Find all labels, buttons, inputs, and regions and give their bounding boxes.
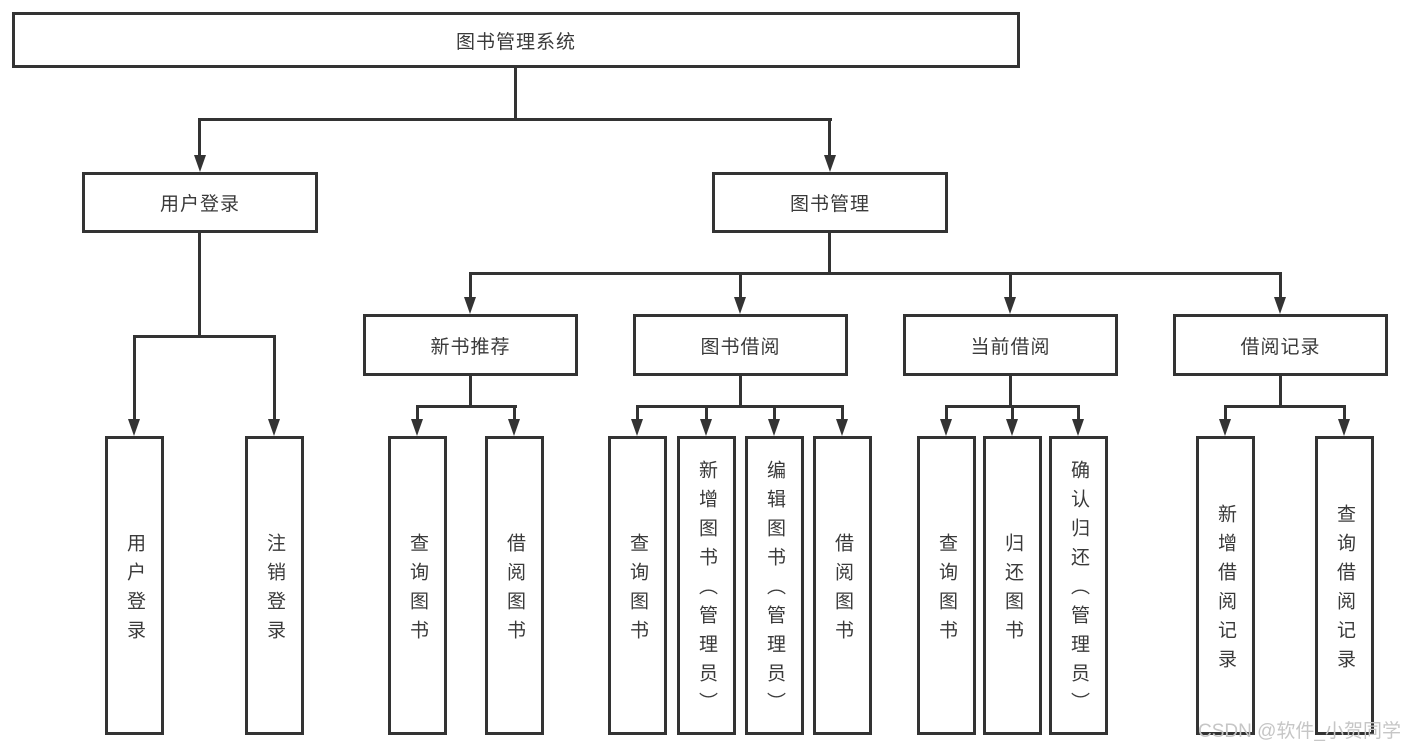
leaf-recommend-query-books: 查询图书 <box>388 436 447 735</box>
node-new-book-recommend: 新书推荐 <box>363 314 578 376</box>
leaf-logout-label: 注销登录 <box>264 532 285 649</box>
arrowhead-down <box>1219 419 1231 436</box>
leaf-confirm-return-admin-label: 确认归还（管理员） <box>1068 460 1089 721</box>
connector-line <box>1009 274 1012 300</box>
connector-line <box>469 272 1282 275</box>
connector-line <box>416 405 517 408</box>
node-user-login: 用户登录 <box>82 172 318 233</box>
connector-line <box>1279 274 1282 300</box>
leaf-current-query-books: 查询图书 <box>917 436 976 735</box>
connector-line <box>198 233 201 337</box>
node-book-management-label: 图书管理 <box>789 194 870 215</box>
node-user-login-label: 用户登录 <box>159 194 240 215</box>
leaf-borrow-books: 借阅图书 <box>813 436 872 735</box>
connector-line <box>828 120 831 158</box>
connector-line <box>945 407 948 422</box>
node-book-management: 图书管理 <box>712 172 948 233</box>
connector-line <box>198 120 201 158</box>
csdn-watermark: CSDN @软件_小贺同学 <box>1198 721 1401 742</box>
arrowhead-down <box>268 419 280 436</box>
node-book-borrow-label: 图书借阅 <box>700 336 781 358</box>
connector-line <box>636 405 844 408</box>
leaf-recommend-query-books-label: 查询图书 <box>407 532 428 649</box>
leaf-borrow-books-label: 借阅图书 <box>832 532 853 649</box>
connector-line <box>773 407 776 422</box>
arrowhead-down <box>700 419 712 436</box>
connector-line <box>739 376 742 407</box>
node-current-borrow: 当前借阅 <box>903 314 1118 376</box>
leaf-return-books-label: 归还图书 <box>1002 532 1023 649</box>
leaf-edit-books-admin-label: 编辑图书（管理员） <box>764 460 785 721</box>
leaf-confirm-return-admin: 确认归还（管理员） <box>1049 436 1108 735</box>
leaf-add-borrow-record: 新增借阅记录 <box>1196 436 1255 735</box>
connector-line <box>1077 407 1080 422</box>
node-borrow-records-label: 借阅记录 <box>1240 336 1321 358</box>
arrowhead-down <box>1072 419 1084 436</box>
arrowhead-down <box>768 419 780 436</box>
leaf-recommend-borrow-books: 借阅图书 <box>485 436 544 735</box>
connector-line <box>469 376 472 407</box>
arrowhead-down <box>1006 419 1018 436</box>
connector-line <box>273 337 276 421</box>
connector-line <box>1224 407 1227 422</box>
leaf-edit-books-admin: 编辑图书（管理员） <box>745 436 804 735</box>
connector-line <box>1011 407 1014 422</box>
arrowhead-down <box>940 419 952 436</box>
arrowhead-down <box>1004 297 1016 314</box>
leaf-current-query-books-label: 查询图书 <box>936 532 957 649</box>
arrowhead-down <box>836 419 848 436</box>
connector-line <box>705 407 708 422</box>
arrowhead-down <box>508 419 520 436</box>
leaf-add-borrow-record-label: 新增借阅记录 <box>1215 503 1236 678</box>
arrowhead-down <box>1338 419 1350 436</box>
arrowhead-down <box>464 297 476 314</box>
connector-line <box>739 274 742 300</box>
connector-line <box>945 405 1080 408</box>
leaf-user-login: 用户登录 <box>105 436 164 735</box>
leaf-user-login-label: 用户登录 <box>124 532 145 649</box>
node-borrow-records: 借阅记录 <box>1173 314 1388 376</box>
node-root-label: 图书管理系统 <box>455 31 576 53</box>
arrowhead-down <box>194 155 206 172</box>
connector-line <box>133 337 136 421</box>
node-book-borrow: 图书借阅 <box>633 314 848 376</box>
arrowhead-down <box>128 419 140 436</box>
leaf-add-books-admin-label: 新增图书（管理员） <box>696 460 717 721</box>
connector-line <box>828 233 831 274</box>
connector-line <box>1009 376 1012 407</box>
connector-line <box>841 407 844 422</box>
node-root: 图书管理系统 <box>12 12 1020 68</box>
leaf-borrow-query-books-label: 查询图书 <box>627 532 648 649</box>
connector-line <box>416 407 419 422</box>
node-new-book-recommend-label: 新书推荐 <box>430 336 511 358</box>
connector-line <box>1343 407 1346 422</box>
connector-line <box>513 407 516 422</box>
connector-line <box>133 335 276 338</box>
connector-line <box>514 68 517 121</box>
leaf-borrow-query-books: 查询图书 <box>608 436 667 735</box>
connector-line <box>1224 405 1346 408</box>
leaf-query-borrow-record: 查询借阅记录 <box>1315 436 1374 735</box>
arrowhead-down <box>411 419 423 436</box>
arrowhead-down <box>1274 297 1286 314</box>
arrowhead-down <box>824 155 836 172</box>
leaf-recommend-borrow-books-label: 借阅图书 <box>504 532 525 649</box>
leaf-logout: 注销登录 <box>245 436 304 735</box>
leaf-return-books: 归还图书 <box>983 436 1042 735</box>
connector-line <box>198 118 832 121</box>
leaf-query-borrow-record-label: 查询借阅记录 <box>1334 503 1355 678</box>
connector-line <box>636 407 639 422</box>
connector-line <box>469 274 472 300</box>
leaf-add-books-admin: 新增图书（管理员） <box>677 436 736 735</box>
node-current-borrow-label: 当前借阅 <box>970 336 1051 358</box>
arrowhead-down <box>631 419 643 436</box>
arrowhead-down <box>734 297 746 314</box>
connector-line <box>1279 376 1282 407</box>
